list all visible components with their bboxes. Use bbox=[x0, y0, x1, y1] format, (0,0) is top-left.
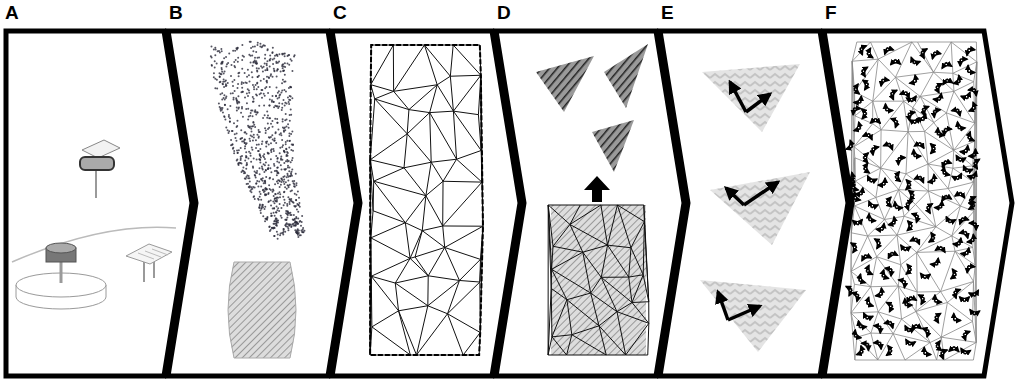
chevron-border bbox=[660, 31, 848, 376]
panel-illustration bbox=[210, 41, 306, 358]
panel-illustration bbox=[700, 64, 810, 352]
panel-illustration bbox=[536, 44, 649, 355]
panel-letter: E bbox=[661, 3, 674, 23]
process-panel: F bbox=[824, 0, 1014, 380]
chevron-border bbox=[332, 31, 520, 376]
panel-letter: D bbox=[497, 3, 511, 23]
panel-letter: C bbox=[333, 3, 347, 23]
chevron-outline bbox=[660, 0, 850, 380]
panel-letter: B bbox=[169, 3, 183, 23]
chevron-outline bbox=[332, 0, 522, 380]
chevron-outline bbox=[824, 0, 1014, 380]
chevron-border bbox=[824, 31, 1012, 376]
chevron-outline bbox=[168, 0, 358, 380]
chevron-border bbox=[168, 31, 356, 376]
chevron-outline bbox=[4, 0, 194, 380]
panel-illustration bbox=[846, 42, 980, 360]
chevron-border bbox=[6, 31, 192, 376]
process-panel: C bbox=[332, 0, 522, 380]
panel-illustration bbox=[370, 45, 483, 355]
process-panel: A bbox=[4, 0, 194, 380]
process-panel: D bbox=[496, 0, 686, 380]
panel-letter: F bbox=[825, 3, 837, 23]
panel-illustration bbox=[12, 140, 176, 309]
panel-letter: A bbox=[5, 3, 19, 23]
process-panel: E bbox=[660, 0, 850, 380]
chevron-border bbox=[496, 31, 684, 376]
chevron-outline bbox=[496, 0, 686, 380]
process-panel: B bbox=[168, 0, 358, 380]
